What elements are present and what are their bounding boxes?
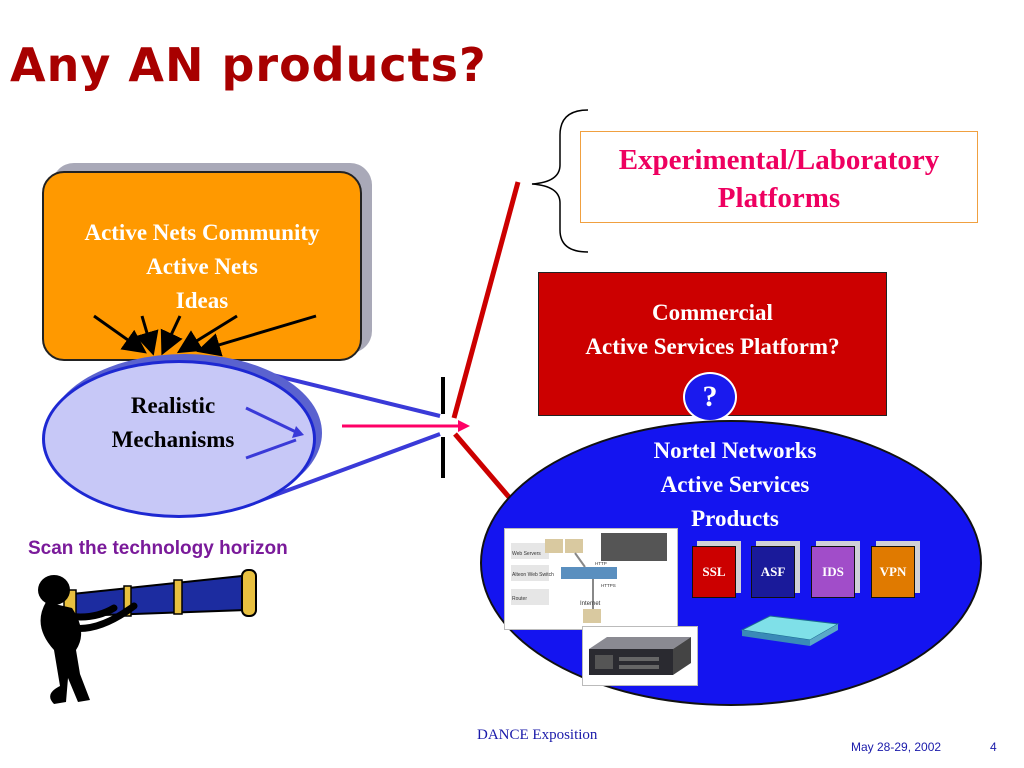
slide-title: Any AN products? xyxy=(10,38,487,92)
experimental-line-2: Platforms xyxy=(717,182,841,214)
blue-line-upper xyxy=(231,363,441,418)
experimental-line-1: Experimental/Laboratory xyxy=(618,144,940,176)
red-line-upper xyxy=(451,181,521,419)
curly-brace xyxy=(531,109,589,253)
community-line-1: Active Nets Community xyxy=(84,220,320,245)
question-badge: ? xyxy=(683,372,737,422)
nortel-text: Nortel Networks Active Services Products xyxy=(560,434,910,536)
network-diagram-image: Web Servers Alteon Web Switch Router Int… xyxy=(504,528,678,630)
footer-date: May 28-29, 2002 xyxy=(851,740,942,754)
net-label-http: HTTP xyxy=(595,561,607,566)
mechanisms-line-2: Mechanisms xyxy=(111,427,235,452)
idea-arrows xyxy=(93,314,317,357)
experimental-box xyxy=(580,131,978,223)
net-label-https: HTTPS xyxy=(601,583,616,588)
module-chip-asf: ASF xyxy=(751,546,795,598)
community-line-3: Ideas xyxy=(175,288,229,313)
nortel-line-1: Nortel Networks xyxy=(653,438,817,463)
switch-image xyxy=(738,612,842,648)
footer-title: DANCE Exposition xyxy=(477,727,598,743)
commercial-line-1: Commercial xyxy=(652,300,773,325)
experimental-text: Experimental/Laboratory Platforms xyxy=(580,141,978,217)
module-chip-ssl: SSL xyxy=(692,546,736,598)
mechanism-arrows xyxy=(245,406,304,460)
commercial-line-2: Active Services Platform? xyxy=(585,334,840,359)
footer-page-number: 4 xyxy=(990,740,997,754)
blue-line-lower xyxy=(247,432,441,507)
community-box xyxy=(42,171,362,361)
mechanisms-line-1: Realistic xyxy=(130,393,216,418)
community-text: Active Nets Community Active Nets Ideas xyxy=(42,216,362,318)
module-chip-vpn: VPN xyxy=(871,546,915,598)
horizon-arrow-head xyxy=(458,420,470,432)
nortel-line-3: Products xyxy=(691,506,779,531)
net-label-router: Router xyxy=(512,596,527,602)
net-label-switch: Alteon Web Switch xyxy=(512,572,554,578)
caption-text: Scan the technology horizon xyxy=(28,538,288,559)
net-label-web-servers: Web Servers xyxy=(512,551,541,557)
mechanisms-oval xyxy=(42,360,316,518)
mechanisms-text: Realistic Mechanisms xyxy=(78,389,268,457)
module-chip-ids: IDS xyxy=(811,546,855,598)
server-image xyxy=(582,626,698,686)
commercial-text: Commercial Active Services Platform? xyxy=(538,296,887,364)
community-line-2: Active Nets xyxy=(146,254,258,279)
nortel-line-2: Active Services xyxy=(660,472,810,497)
net-label-internet: Internet xyxy=(580,601,601,607)
telescope-figure-icon xyxy=(38,569,257,704)
